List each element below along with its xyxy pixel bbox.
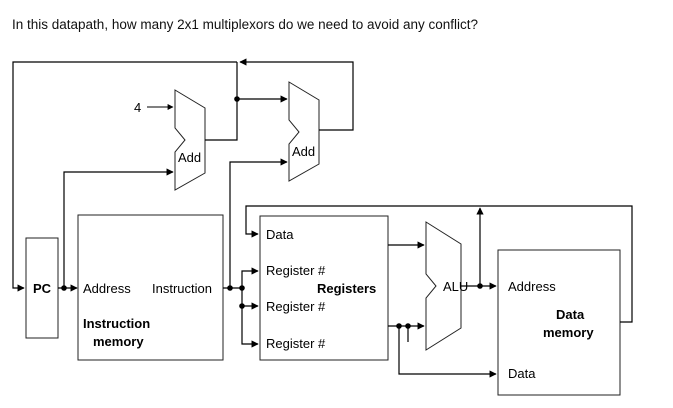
alu-shape — [425, 221, 462, 351]
reg-data-label: Data — [266, 227, 294, 242]
adder-2-shape — [288, 81, 320, 182]
imem-instruction-label: Instruction — [152, 281, 212, 296]
reg-data2-to-dmem-wire — [398, 326, 497, 378]
reg-register1-label: Register # — [266, 263, 326, 278]
imem-title-line1: Instruction — [83, 316, 150, 331]
instr-to-reg1-wire — [241, 267, 259, 288]
adder-1-label: Add — [178, 150, 201, 165]
registers-title: Registers — [317, 281, 376, 296]
adder2-out-wire — [239, 58, 354, 131]
instr-to-adder2-wire — [229, 158, 288, 288]
registers-block — [259, 215, 389, 361]
constant-four-label: 4 — [134, 100, 141, 115]
instr-to-reg2-wire — [241, 288, 259, 310]
data-memory-block — [497, 249, 621, 396]
dmem-title-line2: memory — [543, 325, 594, 340]
reg-register3-label: Register # — [266, 336, 326, 351]
pc-feedback-wire — [12, 61, 237, 292]
dmem-data-label: Data — [508, 366, 536, 381]
reg-register2-label: Register # — [266, 299, 326, 314]
dmem-title-line1: Data — [556, 307, 585, 322]
imem-address-label: Address — [83, 281, 131, 296]
question-text: In this datapath, how many 2x1 multiplex… — [12, 17, 479, 32]
pc-label: PC — [33, 281, 52, 296]
alu-label: ALU — [443, 279, 468, 294]
imem-title-line2: memory — [93, 334, 144, 349]
adder-2-label: Add — [292, 144, 315, 159]
adder1-out-wire — [205, 95, 288, 141]
instr-to-reg3-wire — [241, 306, 259, 348]
instruction-memory-block — [77, 214, 224, 361]
dmem-address-label: Address — [508, 279, 556, 294]
pc-to-adder1-wire — [63, 168, 174, 288]
dmem-to-reg-data-wire — [245, 205, 633, 323]
adder-1-shape — [174, 89, 206, 191]
